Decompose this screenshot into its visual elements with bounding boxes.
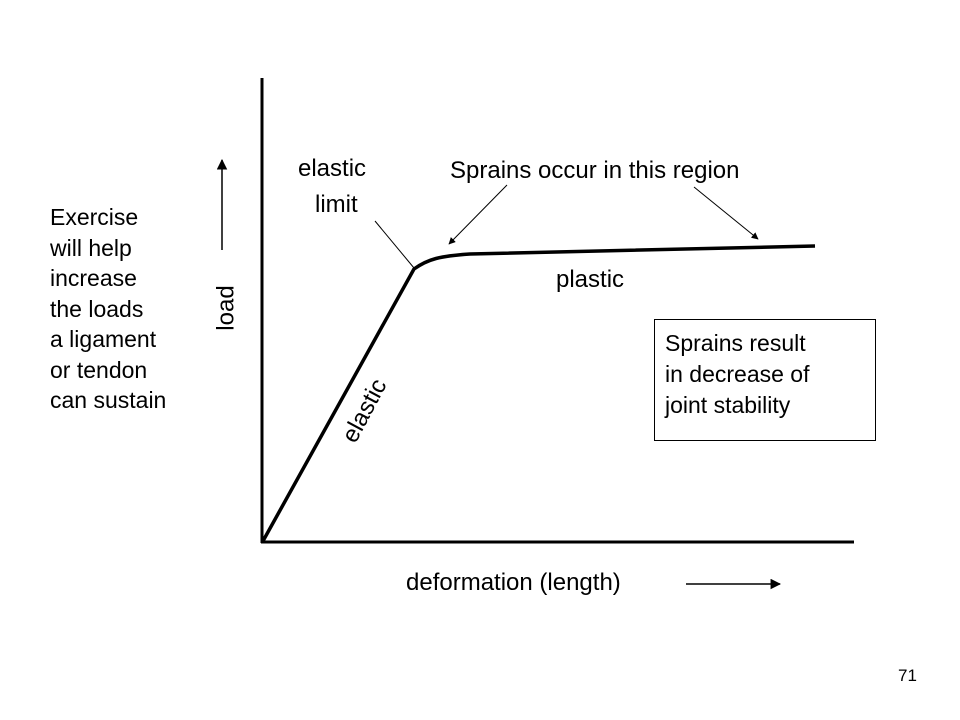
sprains-result-line: joint stability: [665, 392, 791, 418]
deformation-label: deformation (length): [406, 569, 621, 596]
exercise-note: Exercise will help increase the loads a …: [50, 202, 166, 416]
exercise-note-line: or tendon: [50, 356, 148, 383]
load-label: load: [212, 285, 240, 331]
exercise-note-line: will help: [50, 234, 132, 261]
sprains-result-line: in decrease of: [665, 361, 810, 387]
exercise-note-line: increase: [50, 265, 137, 291]
page-number: 71: [898, 666, 917, 685]
elastic-limit-label-line2: limit: [315, 191, 358, 218]
sprains-result-line: Sprains result: [665, 330, 806, 356]
load-deformation-curve: [261, 244, 816, 542]
exercise-note-line: Exercise: [50, 204, 139, 230]
sprains-arrow-right: [693, 186, 759, 240]
elastic-limit-pointer: [374, 220, 415, 269]
elastic-limit-label-line1: elastic: [298, 155, 367, 182]
exercise-note-line: a ligament: [50, 326, 157, 352]
plastic-label: plastic: [556, 266, 625, 293]
sprains-result-box: Sprains result in decrease of joint stab…: [654, 319, 876, 441]
sprains-arrow-left: [448, 184, 508, 245]
sprains-region-label: Sprains occur in this region: [450, 157, 740, 184]
exercise-note-line: the loads: [50, 295, 144, 322]
exercise-note-line: can sustain: [50, 387, 167, 413]
